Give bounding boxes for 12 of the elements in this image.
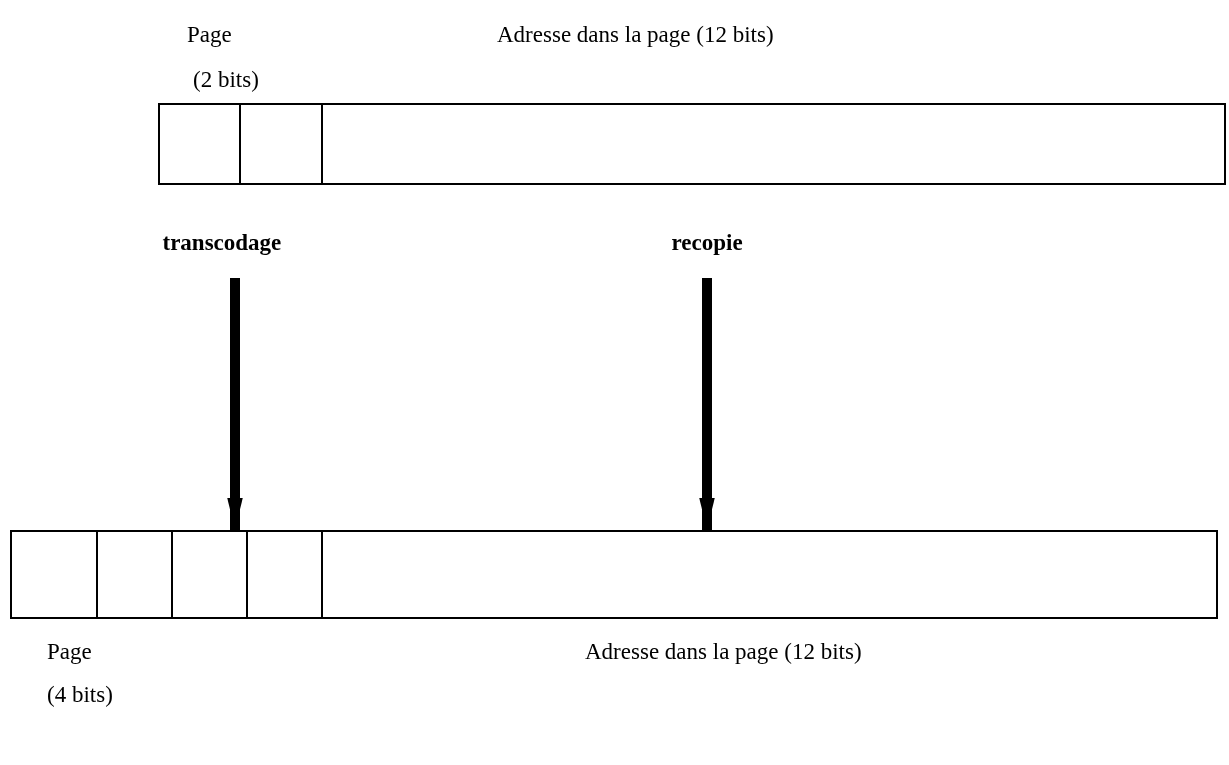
- field-label: Page: [187, 22, 232, 48]
- arrow-label: recopie: [671, 230, 743, 256]
- arrow: [227, 278, 243, 530]
- field-label: (2 bits): [193, 67, 259, 93]
- register-box: [10, 530, 1218, 619]
- register-box: [158, 103, 1226, 185]
- field-label: Adresse dans la page (12 bits): [585, 639, 862, 665]
- arrow-label: transcodage: [162, 230, 282, 256]
- field-label: (4 bits): [47, 682, 113, 708]
- field-label: Page: [47, 639, 92, 665]
- arrow: [699, 278, 715, 530]
- field-label: Adresse dans la page (12 bits): [497, 22, 774, 48]
